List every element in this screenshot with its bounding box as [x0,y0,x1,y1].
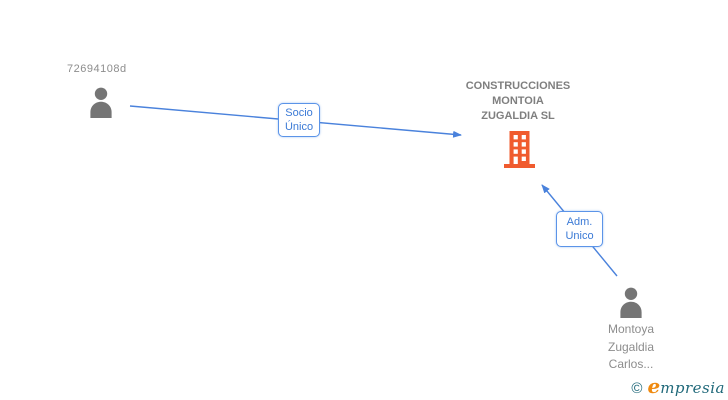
administrator-name-line: Carlos... [608,357,654,371]
administrator-name-line: Montoya [607,322,655,336]
edge-label-line: Socio [285,107,313,119]
edge-label-socio-unico: Socio Único [278,103,320,137]
edge-label-adm-unico: Adm. Unico [556,211,603,247]
person-icon[interactable] [617,287,645,323]
person-icon-glyph [90,87,112,118]
person-icon-glyph [620,287,642,318]
building-icon[interactable] [503,131,536,173]
shareholder-id-label[interactable]: 72694108d [67,63,127,75]
administrator-name-line: Zugaldia [607,339,655,354]
administrator-name[interactable]: Montoya Zugaldia Carlos... [580,321,682,374]
edge-label-line: Unico [565,230,594,242]
building-icon-glyph [504,131,535,168]
edge-label-line: Adm. [566,216,593,228]
empresia-wordmark: empresia [647,374,725,398]
empresia-logo[interactable]: © empresia [631,374,725,398]
logo-initial: e [647,374,661,398]
company-name-line: MONTOIA [492,95,544,107]
edge-label-line: Único [284,121,314,133]
person-icon[interactable] [87,87,115,123]
copyright-icon: © [631,380,643,397]
logo-rest: mpresia [660,379,725,397]
company-name[interactable]: CONSTRUCCIONES MONTOIA ZUGALDIA SL [448,79,588,124]
company-name-line: CONSTRUCCIONES [465,80,571,92]
company-name-line: ZUGALDIA SL [481,110,555,122]
